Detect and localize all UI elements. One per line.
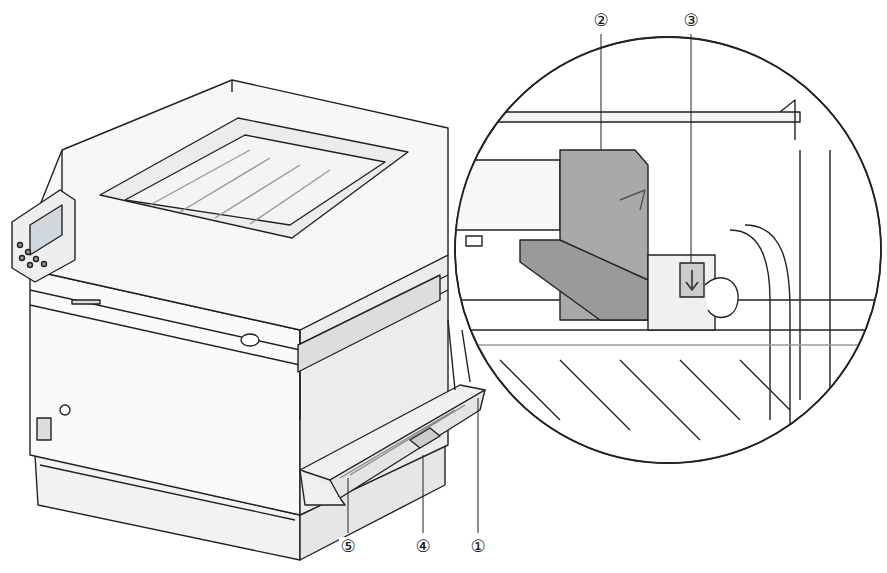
magnified-view (500, 360, 790, 440)
callout-number: ④ (414, 537, 431, 556)
multipurpose-tray (340, 405, 465, 478)
printer-body (30, 80, 448, 560)
leader-line (478, 398, 479, 533)
operation-panel (20, 256, 25, 261)
magnified-view (686, 270, 698, 290)
callout-number: ② (592, 11, 609, 30)
operation-panel (30, 205, 62, 255)
printer-body (30, 80, 448, 330)
callout-number: ① (469, 537, 486, 556)
magnifier-lines (462, 330, 470, 382)
operation-panel (42, 262, 47, 267)
magnified-view (648, 255, 715, 330)
magnifier-lines (448, 320, 455, 390)
magnified-view (705, 278, 738, 318)
printer-body (72, 300, 100, 304)
multipurpose-tray (330, 390, 485, 498)
multipurpose-tray (298, 275, 485, 505)
magnified-view (520, 240, 648, 320)
magnified-view (620, 190, 645, 210)
magnified-view (455, 37, 881, 463)
printer-body (100, 118, 408, 238)
magnified-view (730, 230, 770, 420)
printer-body (241, 334, 259, 346)
magnified-view (680, 263, 704, 297)
leader-line (423, 455, 424, 533)
operation-panel (26, 250, 31, 255)
operation-panel (28, 263, 33, 268)
leader-line (348, 478, 349, 533)
printer-body (37, 418, 51, 440)
magnified-view (800, 150, 830, 400)
multipurpose-tray (410, 428, 440, 448)
magnified-view (466, 236, 482, 246)
operation-panel (12, 190, 75, 282)
magnified-view (780, 100, 795, 140)
leader-line (691, 34, 692, 262)
magnified-view (745, 225, 790, 440)
printer-body (60, 405, 70, 415)
printer-body (62, 80, 232, 215)
magnified-view (450, 100, 880, 440)
leader-line (601, 34, 602, 150)
operation-panel (18, 243, 23, 248)
magnifier-lines (448, 320, 470, 390)
printer-body (125, 135, 385, 225)
operation-panel (12, 190, 75, 282)
operation-panel (34, 257, 39, 262)
multipurpose-tray (298, 275, 440, 372)
multipurpose-tray (300, 470, 345, 505)
magnified-view (450, 344, 880, 345)
magnified-view (450, 160, 560, 230)
magnified-view (450, 37, 881, 463)
leader-line (348, 34, 691, 533)
callout-number: ③ (682, 11, 699, 30)
callout-number: ⑤ (339, 537, 356, 556)
printer-body (150, 150, 330, 224)
magnified-view (455, 37, 881, 463)
